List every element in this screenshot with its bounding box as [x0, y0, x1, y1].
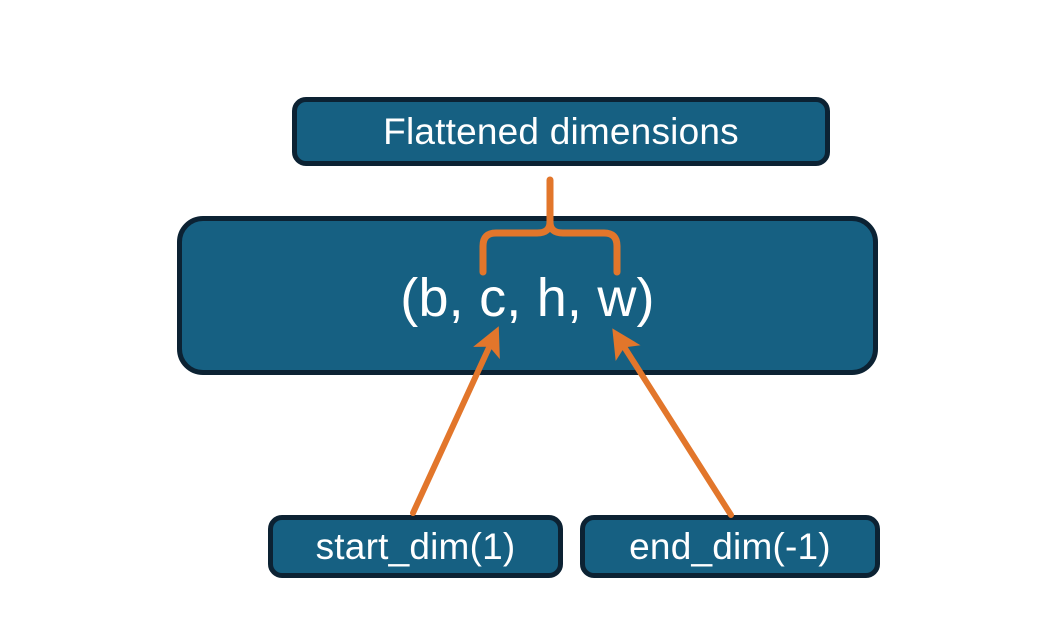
node-start-dim-label: start_dim(1)	[315, 526, 516, 567]
node-tensor-shape[interactable]: (b, c, h, w)	[177, 216, 878, 375]
node-flattened-dimensions-label: Flattened dimensions	[383, 111, 739, 152]
node-start-dim[interactable]: start_dim(1)	[268, 515, 563, 578]
node-tensor-shape-label: (b, c, h, w)	[400, 267, 655, 328]
node-end-dim-label: end_dim(-1)	[629, 526, 831, 567]
node-flattened-dimensions[interactable]: Flattened dimensions	[292, 97, 830, 166]
node-end-dim[interactable]: end_dim(-1)	[580, 515, 880, 578]
